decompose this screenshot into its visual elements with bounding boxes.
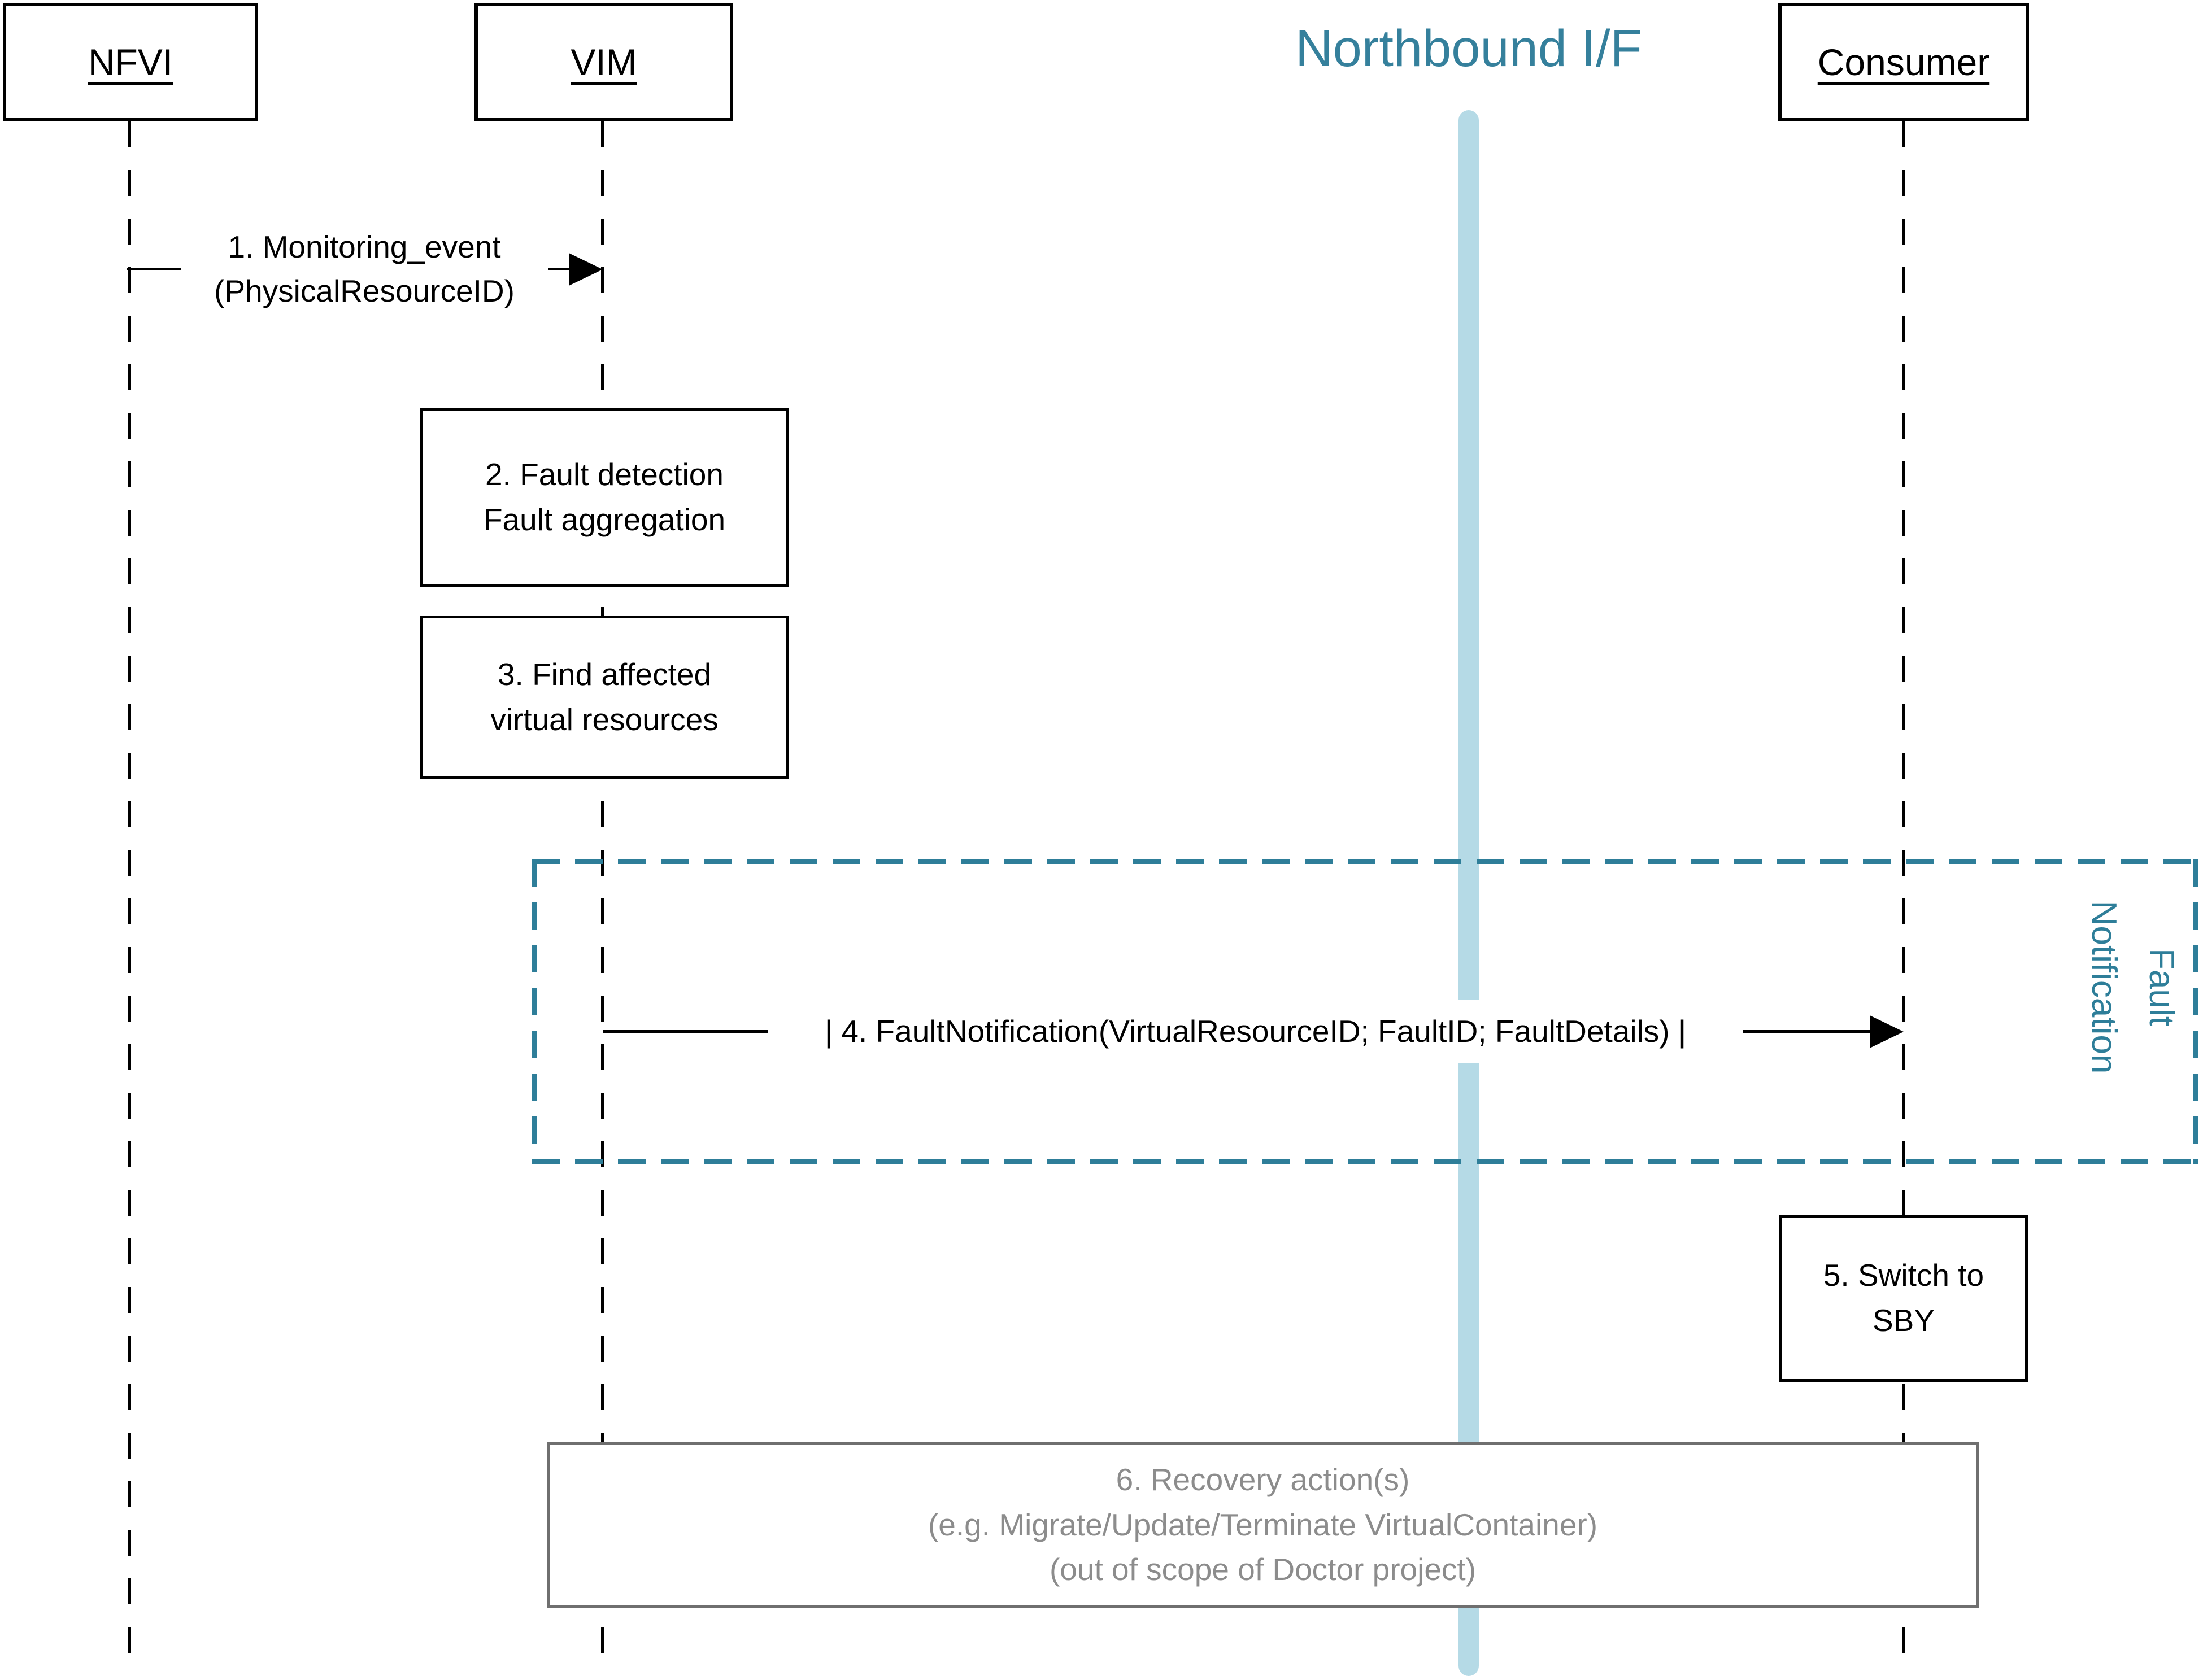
- step-6-text-line2: (e.g. Migrate/Update/Terminate VirtualCo…: [928, 1507, 1598, 1542]
- step-6-text-line3: (out of scope of Doctor project): [1049, 1552, 1477, 1587]
- message-1-label: 1. Monitoring_event (PhysicalResourceID): [181, 225, 548, 313]
- step-6-text-line1: 6. Recovery action(s): [1116, 1461, 1410, 1497]
- message-1-text-line2: (PhysicalResourceID): [214, 273, 515, 309]
- lifeline-consumer: [1902, 121, 1905, 1674]
- actor-box-vim: VIM: [474, 3, 733, 121]
- group-label-fault-notification: Fault Notification: [2049, 761, 2190, 1213]
- arrowhead-right-icon: [569, 253, 603, 286]
- group-frame-left-border: [532, 859, 537, 1164]
- actor-label-consumer: Consumer: [1817, 41, 1990, 83]
- step-2-text-line2: Fault aggregation: [483, 502, 726, 537]
- step-2-box: 2. Fault detection Fault aggregation: [420, 408, 789, 587]
- group-frame-right-border: [2193, 859, 2198, 1164]
- step-5-text-line2: SBY: [1872, 1303, 1935, 1338]
- actor-box-nfvi: NFVI: [3, 3, 258, 121]
- group-label-line2: Notification: [2084, 900, 2123, 1074]
- step-3-text-line1: 3. Find affected: [497, 657, 712, 692]
- group-label-line1: Fault: [2142, 948, 2181, 1026]
- step-5-text-line1: 5. Switch to: [1823, 1258, 1984, 1293]
- group-frame-bottom-border: [532, 1159, 2198, 1164]
- step-3-box: 3. Find affected virtual resources: [420, 616, 789, 779]
- lifeline-nfvi: [128, 121, 131, 1674]
- northbound-interface-bar: [1458, 110, 1479, 1676]
- lifeline-vim: [601, 121, 604, 1674]
- actor-box-consumer: Consumer: [1778, 3, 2029, 121]
- message-4-label: | 4. FaultNotification(VirtualResourceID…: [768, 1000, 1743, 1063]
- actor-label-nfvi: NFVI: [88, 41, 173, 83]
- actor-label-vim: VIM: [571, 41, 637, 83]
- message-1-text-line1: 1. Monitoring_event: [228, 229, 501, 264]
- step-6-box: 6. Recovery action(s) (e.g. Migrate/Upda…: [547, 1442, 1979, 1608]
- step-3-text-line2: virtual resources: [490, 702, 719, 737]
- step-2-text-line1: 2. Fault detection: [485, 457, 724, 492]
- arrowhead-right-icon: [1870, 1015, 1904, 1048]
- group-frame-top-border: [532, 859, 2198, 864]
- step-5-box: 5. Switch to SBY: [1779, 1215, 2028, 1382]
- northbound-interface-title: Northbound I/F: [1295, 20, 1642, 77]
